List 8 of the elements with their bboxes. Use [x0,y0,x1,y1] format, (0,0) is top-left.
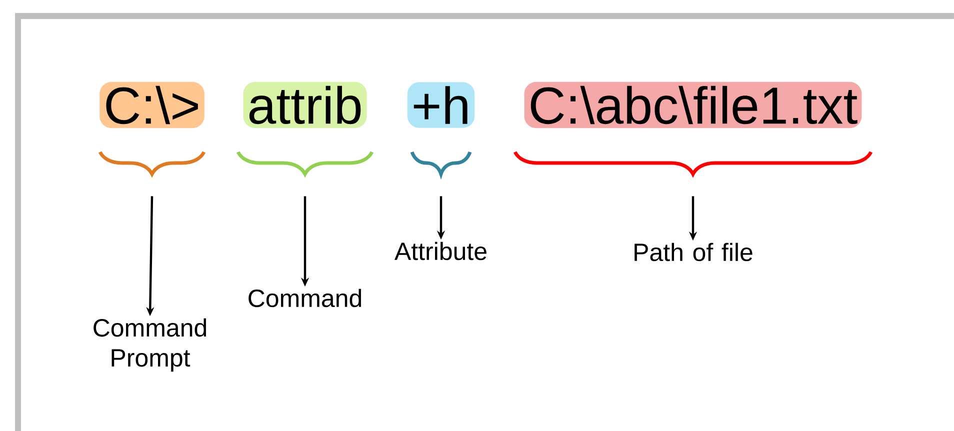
highlighted-token: attrib [243,82,367,128]
highlighted-token: +h [407,82,475,128]
annotation-text: Command [248,288,362,308]
highlighted-token: C:\abc\file1.txt [524,82,862,128]
highlighted-token: C:\> [100,82,204,128]
annotation-text: Command Prompt [94,318,206,372]
annotation-text: Path of file [634,242,752,262]
annotation-text: Attribute [394,242,486,260]
